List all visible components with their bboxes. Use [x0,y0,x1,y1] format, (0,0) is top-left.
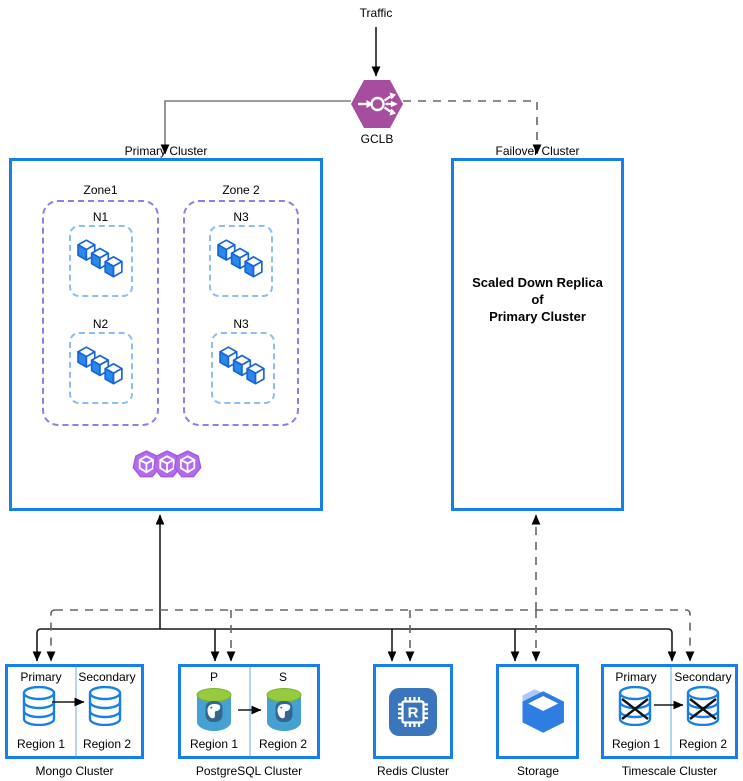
storage-box [496,664,579,759]
failover-text-line1: Scaled Down Replica [472,275,603,290]
mongo-secondary-label: Secondary [78,670,136,684]
timescale-secondary-database-icon [686,686,720,726]
container-cubes-icon [219,345,267,389]
failover-cluster-box [451,158,624,511]
postgres-region2-label: Region 2 [258,737,308,751]
zone1-node2-box [69,332,133,404]
storage-buckets-icon [522,689,564,733]
mongo-primary-database-icon [22,686,56,726]
gclb-label: GCLB [360,132,394,146]
postgres-secondary-label: S [278,670,287,684]
zone1-node1-label: N1 [92,210,109,224]
timescale-cluster-label: Timescale Cluster [621,764,718,778]
mongo-secondary-database-icon [88,686,122,726]
postgresql-secondary-icon [266,688,302,731]
mongo-region1-label: Region 1 [16,737,66,751]
timescale-primary-database-icon [618,686,652,726]
mongo-divider [74,667,77,756]
zone2-node1-label: N3 [233,210,249,224]
zone1-node1-box [69,225,133,297]
storage-label: Storage [516,764,560,778]
timescale-primary-label: Primary [615,670,657,684]
container-cubes-icon [77,238,125,282]
failover-text-line2: of [531,292,544,307]
timescale-divider [669,667,672,756]
postgres-cluster-label: PostgreSQL Cluster [195,764,303,778]
redis-memorystore-icon: R [389,688,437,736]
redis-cluster-label: Redis Cluster [376,764,450,778]
timescale-region1-label: Region 1 [611,737,661,751]
zone2-label: Zone 2 [222,183,260,197]
postgresql-primary-icon [196,688,232,731]
failover-text-line3: Primary Cluster [489,309,586,324]
primary-cluster-label: Primary Cluster [124,144,208,158]
kubernetes-pods-icon [132,450,202,478]
container-cubes-icon [77,345,125,389]
zone2-node2-box [211,332,275,404]
gclb-load-balancer-icon [351,80,403,128]
timescale-secondary-label: Secondary [674,670,732,684]
zone1-box [42,200,159,426]
zone1-node2-label: N2 [92,317,109,331]
postgres-divider [249,667,251,756]
traffic-label: Traffic [359,6,393,20]
mongo-cluster-label: Mongo Cluster [35,764,114,778]
postgres-primary-label: P [209,670,218,684]
mongo-primary-label: Primary [20,670,62,684]
zone2-node2-label: N3 [233,317,249,331]
redis-cluster-box [373,664,453,759]
postgres-region1-label: Region 1 [189,737,239,751]
mongo-region2-label: Region 2 [82,737,132,751]
zone1-label: Zone1 [83,183,118,197]
container-cubes-icon [217,238,265,282]
zone2-box [183,200,299,426]
timescale-region2-label: Region 2 [678,737,728,751]
zone2-node1-box [209,225,273,297]
failover-cluster-label: Failover Cluster [495,144,580,158]
failover-cluster-text: Scaled Down Replica of Primary Cluster [451,274,624,325]
redis-chip-letter: R [408,705,419,722]
